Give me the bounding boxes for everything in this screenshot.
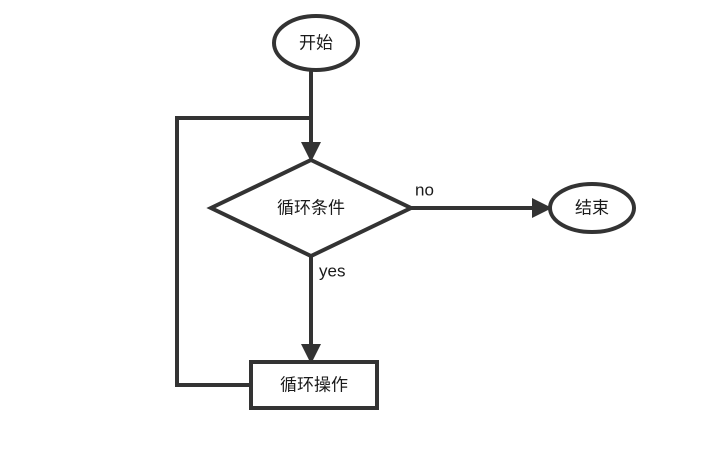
start-ellipse [272,14,360,72]
operation-rect [249,360,379,410]
node-start[interactable]: 开始 [272,14,360,72]
start-label: 开始 [299,33,333,52]
arrowhead-into-condition [301,142,321,162]
edge-operation-loop-back [175,116,311,387]
node-condition[interactable]: 循环条件 [206,157,416,259]
operation-label: 循环操作 [280,375,348,394]
condition-diamond [206,157,416,259]
edge-label-no: no [415,180,434,199]
edge-label-yes: yes [319,261,345,280]
condition-label: 循环条件 [277,198,345,217]
arrowhead-into-operation [301,344,321,364]
end-label: 结束 [575,198,609,217]
arrowhead-into-end [532,198,552,218]
node-operation[interactable]: 循环操作 [249,360,379,410]
end-ellipse [548,182,636,234]
node-end[interactable]: 结束 [548,182,636,234]
